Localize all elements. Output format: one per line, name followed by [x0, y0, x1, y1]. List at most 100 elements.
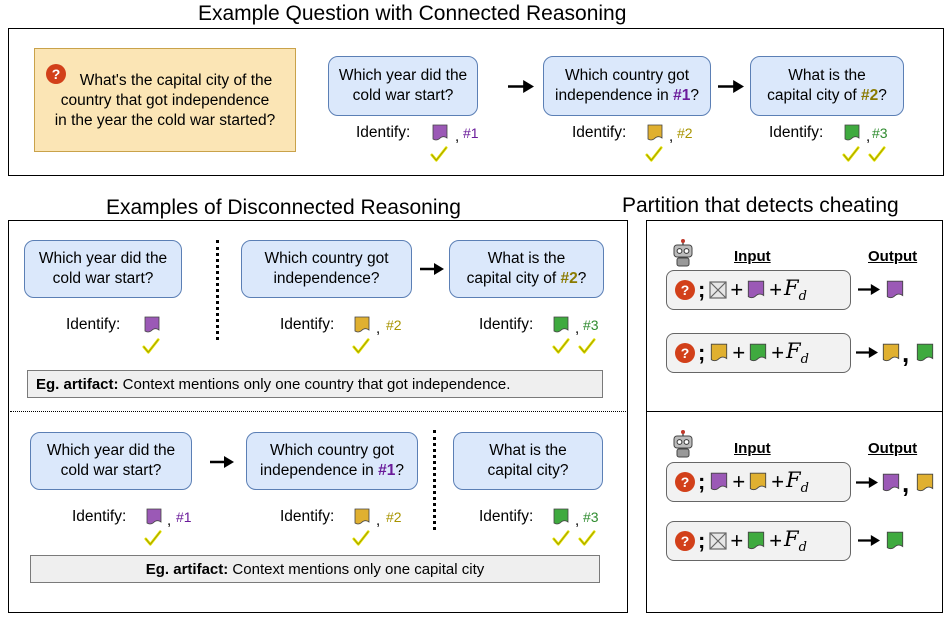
paragraph-hop1-icon — [880, 472, 902, 494]
title-connected: Example Question with Connected Reasonin… — [198, 2, 627, 25]
question-icon: ? — [675, 280, 695, 300]
disc1-artifact: Eg. artifact: Context mentions only one … — [27, 370, 603, 398]
ref-hop3: #3 — [583, 509, 599, 525]
disc2-q2: Which country got independence in #1? — [246, 432, 418, 490]
check-icon — [352, 529, 370, 547]
disc1-q1: Which year did the cold war start? — [24, 240, 182, 298]
separator — [646, 411, 943, 412]
ref-hop3: #3 — [872, 125, 888, 141]
paragraph-hop3-icon — [747, 342, 769, 364]
check-icon — [144, 529, 162, 547]
partition-row: ? ; + + Fd — [666, 462, 851, 502]
check-icon — [552, 337, 570, 355]
output-header: Output — [868, 440, 918, 457]
input-header: Input — [734, 440, 771, 457]
comma: , — [376, 320, 381, 337]
comma: , — [669, 128, 674, 145]
disc2-q1: Which year did the cold war start? — [30, 432, 192, 490]
ref-hop1: #1 — [463, 125, 479, 141]
paragraph-hop1-icon — [745, 279, 767, 301]
check-icon — [352, 337, 370, 355]
paragraph-hop1-icon — [708, 471, 730, 493]
masked-paragraph-icon — [708, 531, 728, 551]
robot-icon — [673, 430, 693, 458]
connected-q3: What is the capital city of #2? — [750, 56, 904, 116]
title-partition: Partition that detects cheating — [622, 194, 899, 217]
main-question-icon: ? — [46, 64, 66, 84]
masked-paragraph-icon — [708, 280, 728, 300]
main-question-box — [34, 48, 296, 152]
arrow-icon — [508, 80, 534, 93]
identify-label: Identify: — [572, 124, 627, 141]
paragraph-hop1-icon — [430, 123, 450, 143]
partition-row: ? ; + + Fd — [666, 333, 851, 373]
check-icon — [142, 337, 160, 355]
paragraph-hop2-icon — [645, 123, 665, 143]
check-icon — [430, 145, 448, 163]
output-header: Output — [868, 248, 918, 265]
paragraph-hop2-icon — [708, 342, 730, 364]
paragraph-hop1-icon — [142, 315, 162, 335]
partition-row: ? ; + + Fd — [666, 270, 851, 310]
separator — [216, 240, 219, 340]
robot-icon — [673, 239, 693, 267]
comma: , — [866, 128, 871, 145]
paragraph-hop3-icon — [745, 530, 767, 552]
paragraph-hop1-icon — [144, 507, 164, 527]
check-icon — [578, 337, 596, 355]
paragraph-hop3-icon — [842, 123, 862, 143]
arrow-icon — [718, 80, 744, 93]
separator — [433, 430, 436, 530]
arrow-icon — [210, 456, 234, 468]
partition-row: ? ; + + Fd — [666, 521, 851, 561]
comma: , — [455, 128, 460, 145]
ref-hop2: #2 — [386, 317, 402, 333]
ref-hop3: #3 — [583, 317, 599, 333]
paragraph-hop2-icon — [747, 471, 769, 493]
comma: , — [902, 338, 910, 368]
paragraph-hop3-icon — [884, 530, 906, 552]
paragraph-hop2-icon — [352, 507, 372, 527]
comma: , — [167, 512, 172, 529]
paragraph-hop1-icon — [884, 279, 906, 301]
check-icon — [868, 145, 886, 163]
identify-label: Identify: — [356, 124, 411, 141]
comma: , — [902, 468, 910, 498]
identify-label: Identify: — [479, 316, 534, 333]
identify-label: Identify: — [280, 316, 335, 333]
main-question-text: What's the capital city of the country t… — [54, 72, 276, 129]
title-disconnected: Examples of Disconnected Reasoning — [106, 196, 461, 219]
identify-label: Identify: — [72, 508, 127, 525]
question-icon: ? — [675, 472, 695, 492]
arrow-icon — [420, 263, 444, 275]
input-header: Input — [734, 248, 771, 265]
arrow-icon — [858, 535, 880, 546]
identify-label: Identify: — [280, 508, 335, 525]
paragraph-hop3-icon — [914, 342, 936, 364]
comma: , — [575, 512, 580, 529]
arrow-icon — [856, 347, 878, 358]
paragraph-hop3-icon — [551, 315, 571, 335]
arrow-icon — [858, 284, 880, 295]
disc1-q3: What is the capital city of #2? — [449, 240, 604, 298]
ref-hop2: #2 — [677, 125, 693, 141]
connected-q1: Which year did the cold war start? — [328, 56, 478, 116]
disc2-q3: What is the capital city? — [453, 432, 603, 490]
disc2-artifact: Eg. artifact: Context mentions only one … — [30, 555, 600, 583]
comma: , — [376, 512, 381, 529]
separator — [10, 411, 626, 412]
paragraph-hop3-icon — [551, 507, 571, 527]
arrow-icon — [856, 477, 878, 488]
question-icon: ? — [675, 531, 695, 551]
check-icon — [552, 529, 570, 547]
connected-q2: Which country got independence in #1? — [543, 56, 711, 116]
identify-label: Identify: — [66, 316, 121, 333]
identify-label: Identify: — [479, 508, 534, 525]
disc1-q2: Which country got independence? — [241, 240, 412, 298]
ref-hop1: #1 — [176, 509, 192, 525]
question-icon: ? — [675, 343, 695, 363]
ref-hop2: #2 — [386, 509, 402, 525]
check-icon — [842, 145, 860, 163]
paragraph-hop2-icon — [914, 472, 936, 494]
check-icon — [578, 529, 596, 547]
